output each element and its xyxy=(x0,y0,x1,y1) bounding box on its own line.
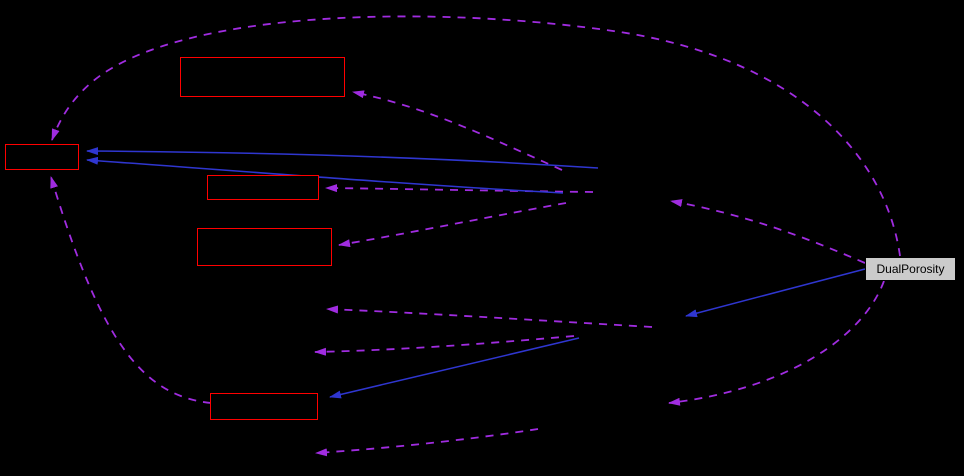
edge-dual-to-hidden-mid xyxy=(670,199,866,264)
edge-bottom-to-left-arc xyxy=(50,176,212,404)
edge-to-hidden-left-lower xyxy=(314,335,575,356)
node-box-mid-upper[interactable] xyxy=(207,175,319,200)
edge-dual-to-hidden-bottom xyxy=(668,280,885,406)
node-dualporosity: DualPorosity xyxy=(865,257,956,281)
edge-to-hidden-bottom-left xyxy=(315,428,539,457)
node-box-bottom[interactable] xyxy=(210,393,318,420)
edge-to-box-mid-lower xyxy=(338,202,567,248)
node-box-left[interactable] xyxy=(5,144,79,170)
node-dualporosity-label: DualPorosity xyxy=(876,262,945,276)
edge-inherit-to-left-2 xyxy=(86,156,564,194)
edge-to-box-top xyxy=(352,90,563,171)
edge-inherit-to-left-1 xyxy=(86,147,599,169)
edge-to-box-mid-upper xyxy=(325,184,594,193)
node-box-mid-lower[interactable] xyxy=(197,228,332,266)
edge-inherit-dual-to-center xyxy=(685,268,866,318)
edge-dual-to-left-arc-top xyxy=(51,15,901,257)
node-box-top[interactable] xyxy=(180,57,345,97)
edge-inherit-to-box-bottom xyxy=(329,337,580,399)
edge-to-hidden-left-upper xyxy=(326,305,653,328)
